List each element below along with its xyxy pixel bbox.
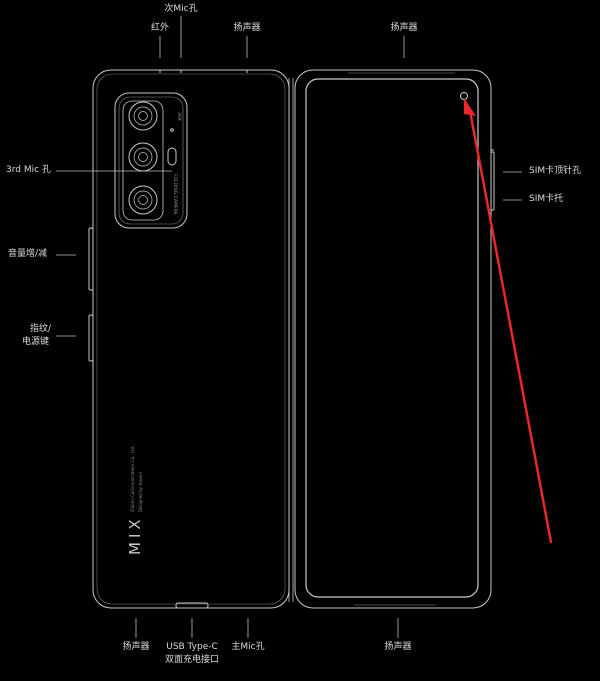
lens-print-group: FOLDING CAMERA xyxy=(172,174,178,216)
phone-front-outer xyxy=(294,69,492,609)
hinge xyxy=(288,78,294,602)
zoom-badge: 30X xyxy=(176,112,182,121)
red-arrow xyxy=(464,98,553,544)
mic-hole-3rd xyxy=(170,128,174,132)
label-top-speaker-left: 扬声器 xyxy=(233,23,261,33)
lens-stack xyxy=(122,100,164,221)
label-bottom-speaker-right: 扬声器 xyxy=(384,642,412,652)
label-3rd-mic: 3rd Mic 孔 xyxy=(6,165,51,175)
usb-port xyxy=(175,602,209,609)
phone-back-outer xyxy=(92,69,290,609)
leader-lines xyxy=(56,16,522,638)
phone-back xyxy=(88,69,290,609)
label-top-speaker-right: 扬声器 xyxy=(390,23,418,33)
sim-tray xyxy=(490,151,495,211)
label-main-mic: 主Mic孔 xyxy=(231,642,265,652)
lens-middle xyxy=(128,142,158,172)
label-usb-line2: 双面充电接口 xyxy=(164,655,220,665)
label-bottom-speaker-left: 扬声器 xyxy=(122,642,150,652)
camera-island-inner xyxy=(118,96,184,225)
label-usb-line1: USB Type-C xyxy=(166,642,218,652)
label-sim-pin: SIM卡顶针孔 xyxy=(529,166,582,176)
phone-front xyxy=(294,69,495,609)
phone-back-inner xyxy=(96,73,286,605)
screen-area xyxy=(305,78,479,598)
lens-print: FOLDING CAMERA xyxy=(172,174,178,216)
lens-bottom xyxy=(128,185,158,215)
label-sim-tray: SIM卡托 xyxy=(529,194,564,204)
fine-print-2: Designed by Xiaomi xyxy=(138,472,143,512)
flash xyxy=(167,147,177,166)
fine-print-group: Xiaomi Communications Co., Ltd. Designed… xyxy=(130,445,143,512)
brand-logo: MIX xyxy=(126,515,144,555)
label-volume: 音量增/减 xyxy=(8,249,48,259)
camera-island-outer xyxy=(114,92,188,229)
label-ir: 红外 xyxy=(150,23,170,33)
zoom-badge-group: 30X xyxy=(176,112,182,121)
fine-print-1: Xiaomi Communications Co., Ltd. xyxy=(130,445,135,512)
volume-button xyxy=(88,227,94,291)
lens-top xyxy=(128,101,158,131)
power-button xyxy=(88,314,94,362)
label-power-line1: 指纹/ xyxy=(30,324,52,334)
label-secondary-mic: 次Mic孔 xyxy=(164,4,198,14)
brand-logo-group: MIX xyxy=(126,515,144,555)
label-power-line2: 电源键 xyxy=(22,337,50,347)
